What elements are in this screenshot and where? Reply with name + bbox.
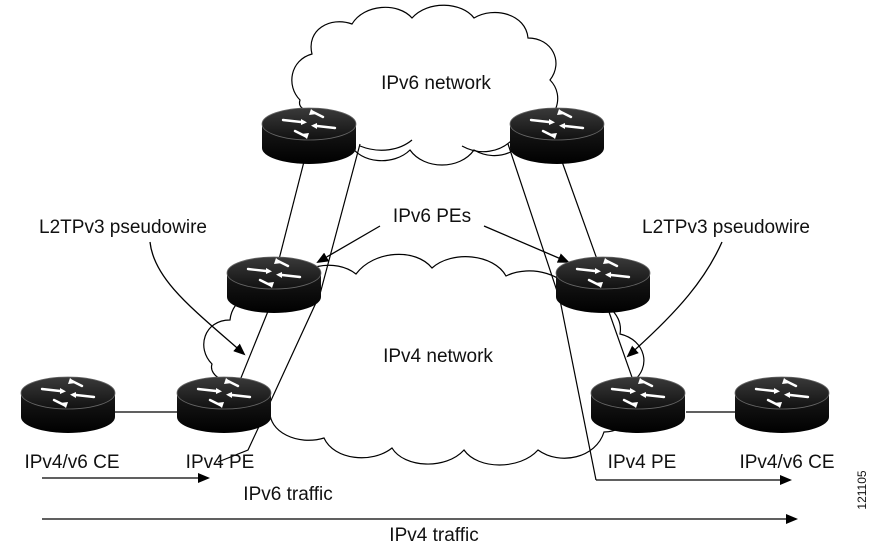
ce-right-label: IPv4/v6 CE: [739, 452, 834, 473]
l2tpv3-pseudowire-label-left: L2TPv3 pseudowire: [39, 217, 207, 238]
ipv6-pes-label: IPv6 PEs: [393, 206, 471, 227]
router-icon: [733, 375, 831, 435]
router-icon: [225, 255, 323, 315]
pe-right-label: IPv4 PE: [608, 452, 677, 473]
ce-left-label: IPv4/v6 CE: [24, 452, 119, 473]
router-icon: [554, 255, 652, 315]
ipv6-traffic-label: IPv6 traffic: [243, 484, 332, 505]
figure-id-label: 121105: [855, 470, 869, 509]
router-icon: [589, 375, 687, 435]
router-icon: [508, 106, 606, 166]
ipv6-network-label: IPv6 network: [381, 73, 491, 94]
router-icon: [19, 375, 117, 435]
router-icon: [175, 375, 273, 435]
ipv4-network-label: IPv4 network: [383, 346, 493, 367]
router-icon: [260, 106, 358, 166]
l2tpv3-pseudowire-label-right: L2TPv3 pseudowire: [642, 217, 810, 238]
pe-left-label: IPv4 PE: [186, 452, 255, 473]
ipv4-traffic-label: IPv4 traffic: [389, 525, 478, 546]
